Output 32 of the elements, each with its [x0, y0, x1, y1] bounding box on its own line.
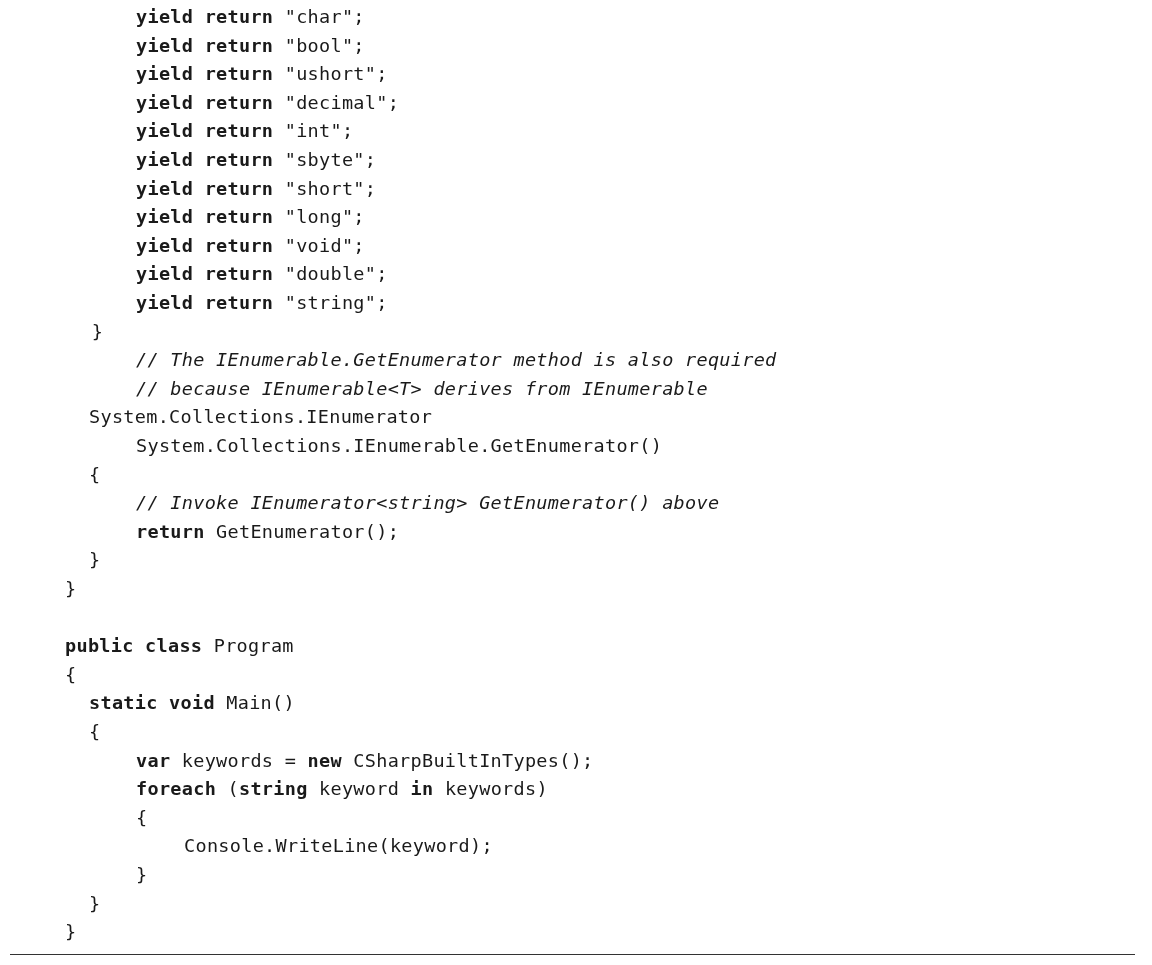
- code-line: yield return "short";: [136, 176, 377, 201]
- code-line: // Invoke IEnumerator<string> GetEnumerator() above: [136, 491, 720, 516]
- code-line: yield return "decimal";: [136, 90, 400, 115]
- code-line: }: [89, 891, 101, 916]
- code-line: foreach (string keyword in keywords): [136, 777, 548, 802]
- code-line: System.Collections.IEnumerator: [89, 405, 433, 430]
- code-line: }: [65, 920, 77, 945]
- code-line: yield return "double";: [136, 262, 388, 287]
- code-line: yield return "long";: [136, 205, 365, 230]
- code-line: yield return "void";: [136, 233, 365, 258]
- code-line: {: [89, 462, 101, 487]
- code-line: }: [91, 319, 104, 344]
- code-line: {: [89, 720, 101, 744]
- code-line: var keywords = new CSharpBuiltInTypes();: [136, 748, 594, 773]
- code-line: yield return "char";: [136, 5, 365, 29]
- code-line: // The IEnumerable.GetEnumerator method is also required: [136, 348, 777, 373]
- code-line: System.Collections.IEnumerable.GetEnumerator(): [136, 434, 663, 458]
- code-line: {: [65, 662, 77, 687]
- code-line: yield return "int";: [136, 119, 354, 144]
- code-line: yield return "sbyte";: [136, 148, 377, 172]
- code-line: yield return "string";: [136, 291, 388, 315]
- code-line: static void Main(): [89, 691, 295, 716]
- code-line: return GetEnumerator();: [136, 519, 400, 544]
- code-line: // because IEnumerable<T> derives from IEnumerable: [136, 376, 708, 401]
- code-line: }: [65, 577, 77, 601]
- code-line: }: [89, 548, 101, 573]
- code-line: public class Program: [65, 634, 294, 659]
- code-line: yield return "bool";: [136, 33, 365, 58]
- code-line: }: [136, 863, 148, 887]
- code-line: Console.WriteLine(keyword);: [184, 834, 493, 859]
- code-line: yield return "ushort";: [136, 62, 388, 87]
- code-line: {: [136, 805, 148, 830]
